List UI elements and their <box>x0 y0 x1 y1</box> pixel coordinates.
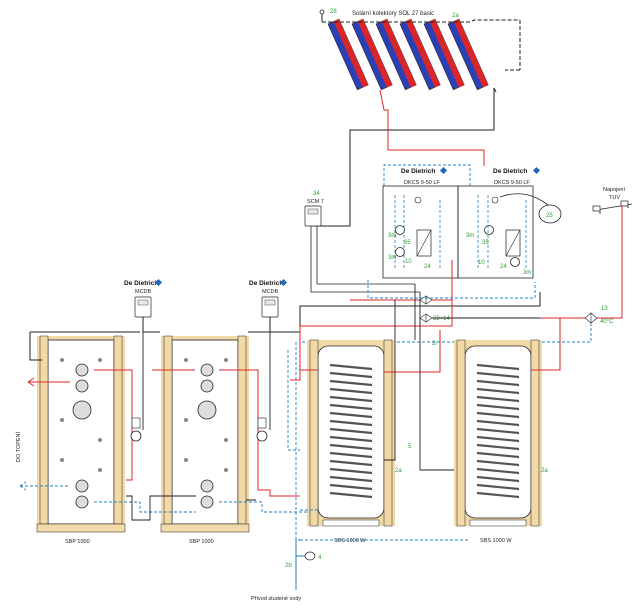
station-2-label-3m: 3m <box>466 233 474 239</box>
pump-icon <box>256 430 268 442</box>
solar-station-1: De Dietrich DKCS 9-50 LF 3m 35 3m 24 10 <box>382 166 459 279</box>
tap-icon <box>620 200 629 207</box>
tuv-label-2: TUV <box>609 195 620 201</box>
station-2-label-10: 10 <box>478 260 485 266</box>
piping <box>19 164 561 590</box>
scm-controller: 34 SCM 7 <box>304 191 420 293</box>
mcdb-module-2: De Dietrich MCDB <box>249 278 288 318</box>
collector-panel <box>399 18 441 91</box>
station-2-label-35: 35 <box>482 240 489 246</box>
label-5: 5 <box>408 444 412 450</box>
buffer-tank-1: SBP 1000 <box>36 335 126 545</box>
mcdb-module-1: De Dietrich MCDB <box>124 278 163 318</box>
mcdb-1-brand: De Dietrich <box>124 280 158 287</box>
collectors-title: Solární kolektory SOL 27 basic <box>352 11 434 17</box>
solar-tank-2: SBS 1000 W <box>454 339 542 544</box>
valve-tag: 22+14 <box>433 316 451 322</box>
station-2-brand: De Dietrich <box>493 168 527 175</box>
solar-tank-1: SBS 1000 W <box>307 339 395 544</box>
tuv-label-1: Napojení <box>603 187 625 193</box>
buffer-tank-2: SBP 1000 <box>160 335 250 545</box>
cold-water-label: Přívod studené vody <box>251 596 301 602</box>
tank-1-name: SBP 1000 <box>65 539 90 545</box>
inlet-tag-4: 4 <box>318 555 322 561</box>
solar-station-2: De Dietrich DKCS 9-50 LF 3m 35 10 24 3m <box>457 166 541 279</box>
collector-panel <box>327 18 369 91</box>
zone-valve-pair: 22+14 <box>350 260 540 323</box>
brand-diamond-icon <box>279 278 288 287</box>
mixing-valve: 13 40°C <box>300 306 614 343</box>
station-1-model: DKCS 9-50 LF <box>404 180 440 186</box>
tank-2-name: SBP 1000 <box>189 539 214 545</box>
tank-3-name: SBS 1000 W <box>334 538 366 544</box>
station-1-label-24: 24 <box>424 264 431 270</box>
station-1-label-10: 10 <box>405 259 412 265</box>
pump-icon <box>484 225 494 235</box>
label-2i: 2i <box>432 341 437 347</box>
station-1-brand: De Dietrich <box>401 168 435 175</box>
collector-tag-left: 28 <box>330 9 337 15</box>
label-1: 1 <box>298 366 302 372</box>
tap-icon <box>592 205 601 212</box>
station-1-label-3m: 3m <box>388 233 396 239</box>
gauge-icon <box>414 196 422 204</box>
expansion-vessel: 25 <box>499 193 562 224</box>
brand-diamond-icon <box>439 166 448 175</box>
station-2-model: DKCS 9-50 LF <box>494 180 530 186</box>
collector-panel <box>447 18 489 91</box>
collector-panel <box>423 18 465 91</box>
mcdb-2-name: MCDB <box>262 289 279 295</box>
collector-panel <box>351 18 393 91</box>
label-2a-b: 2a <box>541 468 548 474</box>
pump-icon <box>510 257 520 267</box>
station-2-label-3m-b: 3m <box>523 270 531 276</box>
side-label: DO TOPENÍ <box>15 431 22 462</box>
station-1-label-3m-b: 3m <box>388 255 396 261</box>
expansion-tag: 25 <box>546 213 553 219</box>
pump-icon <box>395 247 405 257</box>
scm-number: 34 <box>313 191 320 197</box>
inlet-tag-2b: 2b <box>285 563 292 569</box>
mcdb-1-name: MCDB <box>135 289 152 295</box>
gauge-icon <box>491 196 499 204</box>
collector-panel <box>375 18 417 91</box>
pump-icon <box>130 430 142 442</box>
solar-collector-array: Solární kolektory SOL 27 basic 28 2a <box>313 9 521 227</box>
station-1-label-35: 35 <box>404 240 411 246</box>
pump-icon <box>395 225 405 235</box>
label-2a: 2a <box>395 468 402 474</box>
buffer-pumps <box>130 417 268 442</box>
mixing-valve-tag: 13 <box>601 306 608 312</box>
brand-diamond-icon <box>154 278 163 287</box>
station-2-label-24: 24 <box>500 264 507 270</box>
cold-water-inlet: 4 2b Přívod studené vody <box>251 551 322 602</box>
brand-diamond-icon <box>532 166 541 175</box>
mixing-valve-temp: 40°C <box>600 319 614 325</box>
mcdb-2-brand: De Dietrich <box>249 280 283 287</box>
tank-4-name: SBS 1000 W <box>480 538 512 544</box>
collector-tag-right: 2a <box>452 13 459 19</box>
scm-name: SCM 7 <box>307 199 324 205</box>
